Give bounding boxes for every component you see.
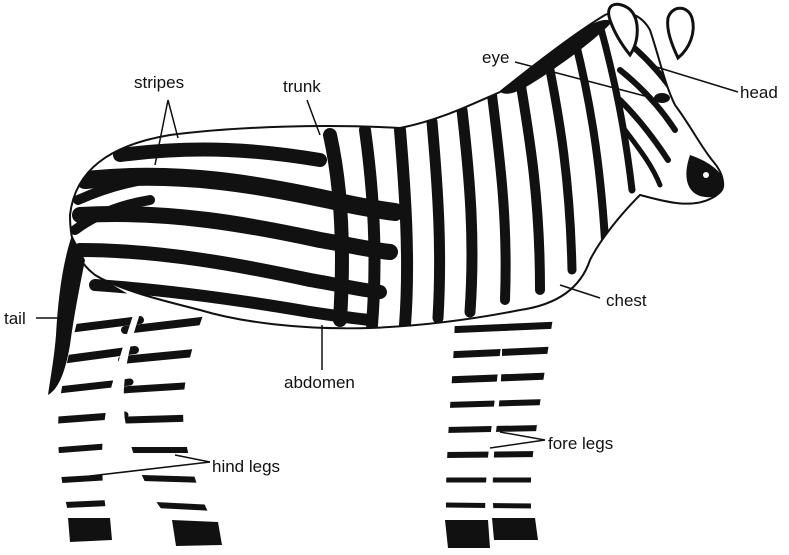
- label-fore-legs: fore legs: [548, 434, 613, 453]
- label-eye: eye: [482, 48, 509, 67]
- label-hind-legs: hind legs: [212, 457, 280, 476]
- label-chest: chest: [606, 291, 647, 310]
- label-abdomen: abdomen: [284, 373, 355, 392]
- label-trunk: trunk: [283, 77, 321, 96]
- label-head: head: [740, 83, 778, 102]
- label-stripes: stripes: [134, 73, 184, 92]
- label-tail: tail: [4, 309, 26, 328]
